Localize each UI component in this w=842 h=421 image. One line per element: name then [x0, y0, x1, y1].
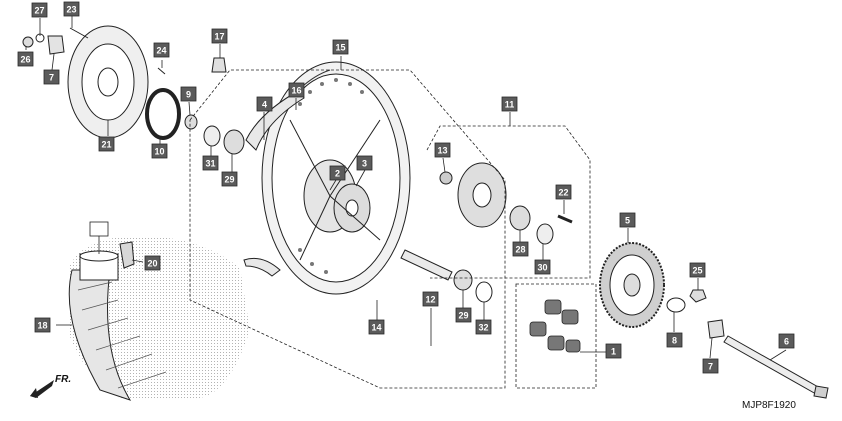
callout-number: 28	[515, 245, 525, 255]
callout-29: 29	[455, 307, 472, 323]
callout-32: 32	[475, 319, 492, 335]
callout-number: 7	[708, 362, 713, 372]
callout-number: 13	[437, 146, 447, 156]
callout-number: 5	[625, 216, 630, 226]
callout-number: 17	[214, 32, 224, 42]
adjuster-plate	[47, 35, 65, 55]
callout-24: 24	[153, 42, 170, 58]
callout-number: 2	[335, 169, 340, 179]
callout-13: 13	[434, 142, 451, 158]
callout-number: 30	[537, 263, 547, 273]
callout-30: 30	[534, 259, 551, 275]
oil-seal	[203, 125, 221, 147]
callout-number: 27	[34, 6, 44, 16]
wheel-damper-rubbers	[529, 299, 581, 353]
callout-26: 26	[17, 51, 34, 67]
callout-5: 5	[619, 212, 636, 228]
callout-9: 9	[180, 86, 197, 102]
callout-number: 21	[101, 140, 111, 150]
callout-number: 22	[558, 188, 568, 198]
axle-head	[813, 385, 829, 399]
callout-number: 29	[224, 175, 234, 185]
callout-number: 31	[205, 159, 215, 169]
chain-adjuster-plate	[707, 319, 725, 339]
callout-21: 21	[98, 136, 115, 152]
rim-tape	[245, 89, 305, 151]
callout-25: 25	[689, 262, 706, 278]
callout-4: 4	[256, 96, 273, 112]
rim-band	[119, 241, 135, 269]
callout-16: 16	[288, 82, 305, 98]
callout-3: 3	[356, 155, 373, 171]
callout-14: 14	[368, 319, 385, 335]
rim-tape-section	[243, 257, 281, 277]
callout-number: 29	[458, 311, 468, 321]
callout-number: 9	[186, 90, 191, 100]
callout-11: 11	[501, 96, 518, 112]
callout-7: 7	[702, 358, 719, 374]
callout-28: 28	[512, 241, 529, 257]
screw	[157, 67, 166, 75]
callout-10: 10	[151, 143, 168, 159]
callout-17: 17	[211, 28, 228, 44]
bearing-right	[453, 269, 473, 291]
callout-number: 15	[335, 43, 345, 53]
front-direction-label: FR.	[55, 374, 72, 385]
air-valve	[211, 57, 227, 73]
callout-23: 23	[63, 1, 80, 17]
distance-collar	[400, 249, 453, 281]
blank-callout-box	[89, 221, 109, 237]
callout-number: 8	[672, 336, 677, 346]
callout-number: 24	[156, 46, 166, 56]
callout-number: 20	[147, 259, 157, 269]
rear-tire	[68, 236, 250, 401]
o-ring	[475, 281, 493, 303]
callout-number: 10	[154, 147, 164, 157]
diagram-code: MJP8F1920	[742, 400, 796, 411]
callout-number: 26	[20, 55, 30, 65]
callout-18: 18	[34, 317, 51, 333]
callout-number: 18	[37, 321, 47, 331]
callout-31: 31	[202, 155, 219, 171]
flange-assembly-group	[426, 125, 591, 279]
nut	[22, 36, 34, 48]
final-driven-flange	[439, 162, 573, 245]
callout-20: 20	[144, 255, 161, 271]
callout-number: 7	[49, 73, 54, 83]
callout-7: 7	[43, 69, 60, 85]
dust-seal	[184, 114, 198, 130]
pulser-ring	[145, 88, 181, 140]
callout-number: 16	[291, 86, 301, 96]
front-direction-arrow	[30, 380, 54, 398]
callout-12: 12	[422, 291, 439, 307]
callout-22: 22	[555, 184, 572, 200]
callout-number: 11	[505, 100, 515, 110]
damper-group	[515, 283, 597, 389]
callout-number: 12	[425, 295, 435, 305]
bearing	[223, 129, 245, 155]
callout-number: 6	[784, 337, 789, 347]
callout-27: 27	[31, 2, 48, 18]
brake-disc	[67, 25, 149, 139]
callout-number: 32	[478, 323, 488, 333]
axle-nut	[689, 289, 707, 303]
callout-number: 14	[371, 323, 381, 333]
callout-6: 6	[778, 333, 795, 349]
callout-29: 29	[221, 171, 238, 187]
callout-number: 25	[692, 266, 702, 276]
callout-number: 23	[66, 5, 76, 15]
disc-bolt	[69, 27, 89, 39]
callout-2: 2	[329, 165, 346, 181]
callout-1: 1	[605, 343, 622, 359]
callout-number: 3	[362, 159, 367, 169]
wheel-assembly-group	[189, 69, 506, 389]
callout-15: 15	[332, 39, 349, 55]
driven-sprocket	[599, 242, 665, 328]
callout-number: 4	[262, 100, 267, 110]
callout-number: 1	[611, 347, 616, 357]
callout-8: 8	[666, 332, 683, 348]
rear-axle	[723, 335, 821, 395]
axle-washer	[666, 297, 686, 313]
